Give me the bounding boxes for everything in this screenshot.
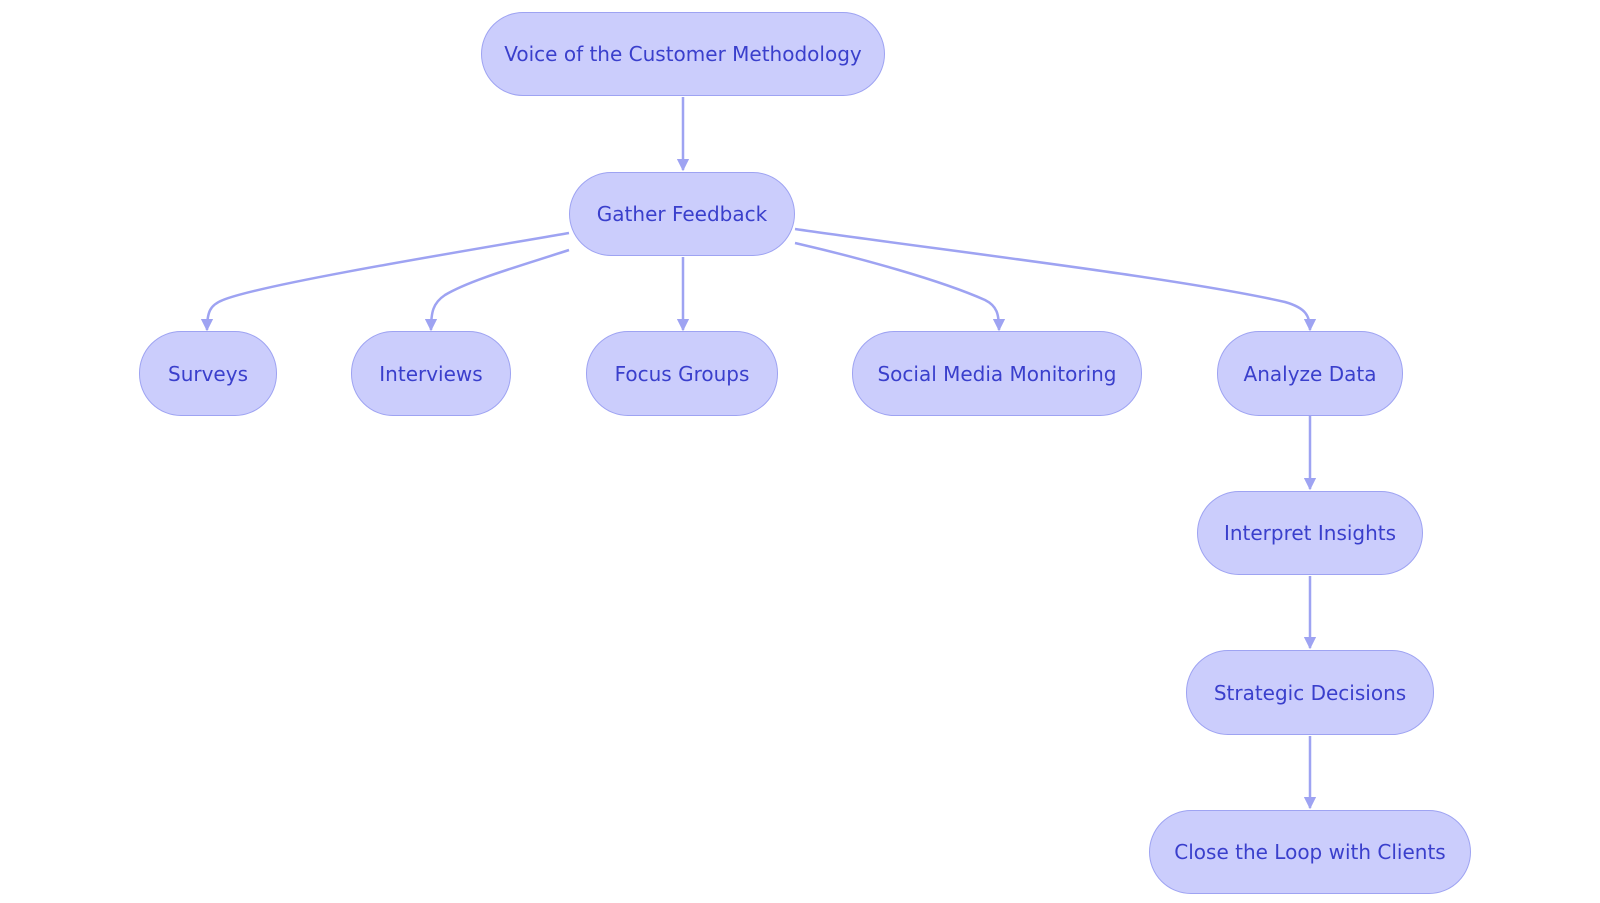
edge-gather-to-interviews — [424, 248, 570, 332]
node-strategic-decisions[interactable]: Strategic Decisions — [1186, 650, 1434, 735]
node-label: Social Media Monitoring — [877, 361, 1117, 386]
node-interpret-insights[interactable]: Interpret Insights — [1197, 491, 1423, 575]
node-interviews[interactable]: Interviews — [351, 331, 511, 416]
node-label: Interviews — [379, 361, 483, 386]
node-voice-of-the-customer-methodology[interactable]: Voice of the Customer Methodology — [481, 12, 885, 96]
edge-gather-to-social — [794, 241, 1006, 332]
node-label: Surveys — [168, 361, 248, 386]
node-label: Strategic Decisions — [1213, 680, 1407, 705]
node-close-the-loop-with-clients[interactable]: Close the Loop with Clients — [1149, 810, 1471, 894]
node-surveys[interactable]: Surveys — [139, 331, 277, 416]
node-label: Gather Feedback — [596, 202, 768, 226]
node-social-media-monitoring[interactable]: Social Media Monitoring — [852, 331, 1142, 416]
edge-gather-to-analyze — [794, 227, 1317, 332]
node-label: Analyze Data — [1243, 361, 1377, 386]
node-label: Close the Loop with Clients — [1174, 840, 1446, 864]
edge-gather-to-surveys — [200, 231, 570, 332]
node-label: Focus Groups — [614, 361, 750, 386]
node-label: Interpret Insights — [1223, 521, 1397, 545]
node-analyze-data[interactable]: Analyze Data — [1217, 331, 1403, 416]
node-gather-feedback[interactable]: Gather Feedback — [569, 172, 795, 256]
node-focus-groups[interactable]: Focus Groups — [586, 331, 778, 416]
node-label: Voice of the Customer Methodology — [504, 42, 862, 66]
